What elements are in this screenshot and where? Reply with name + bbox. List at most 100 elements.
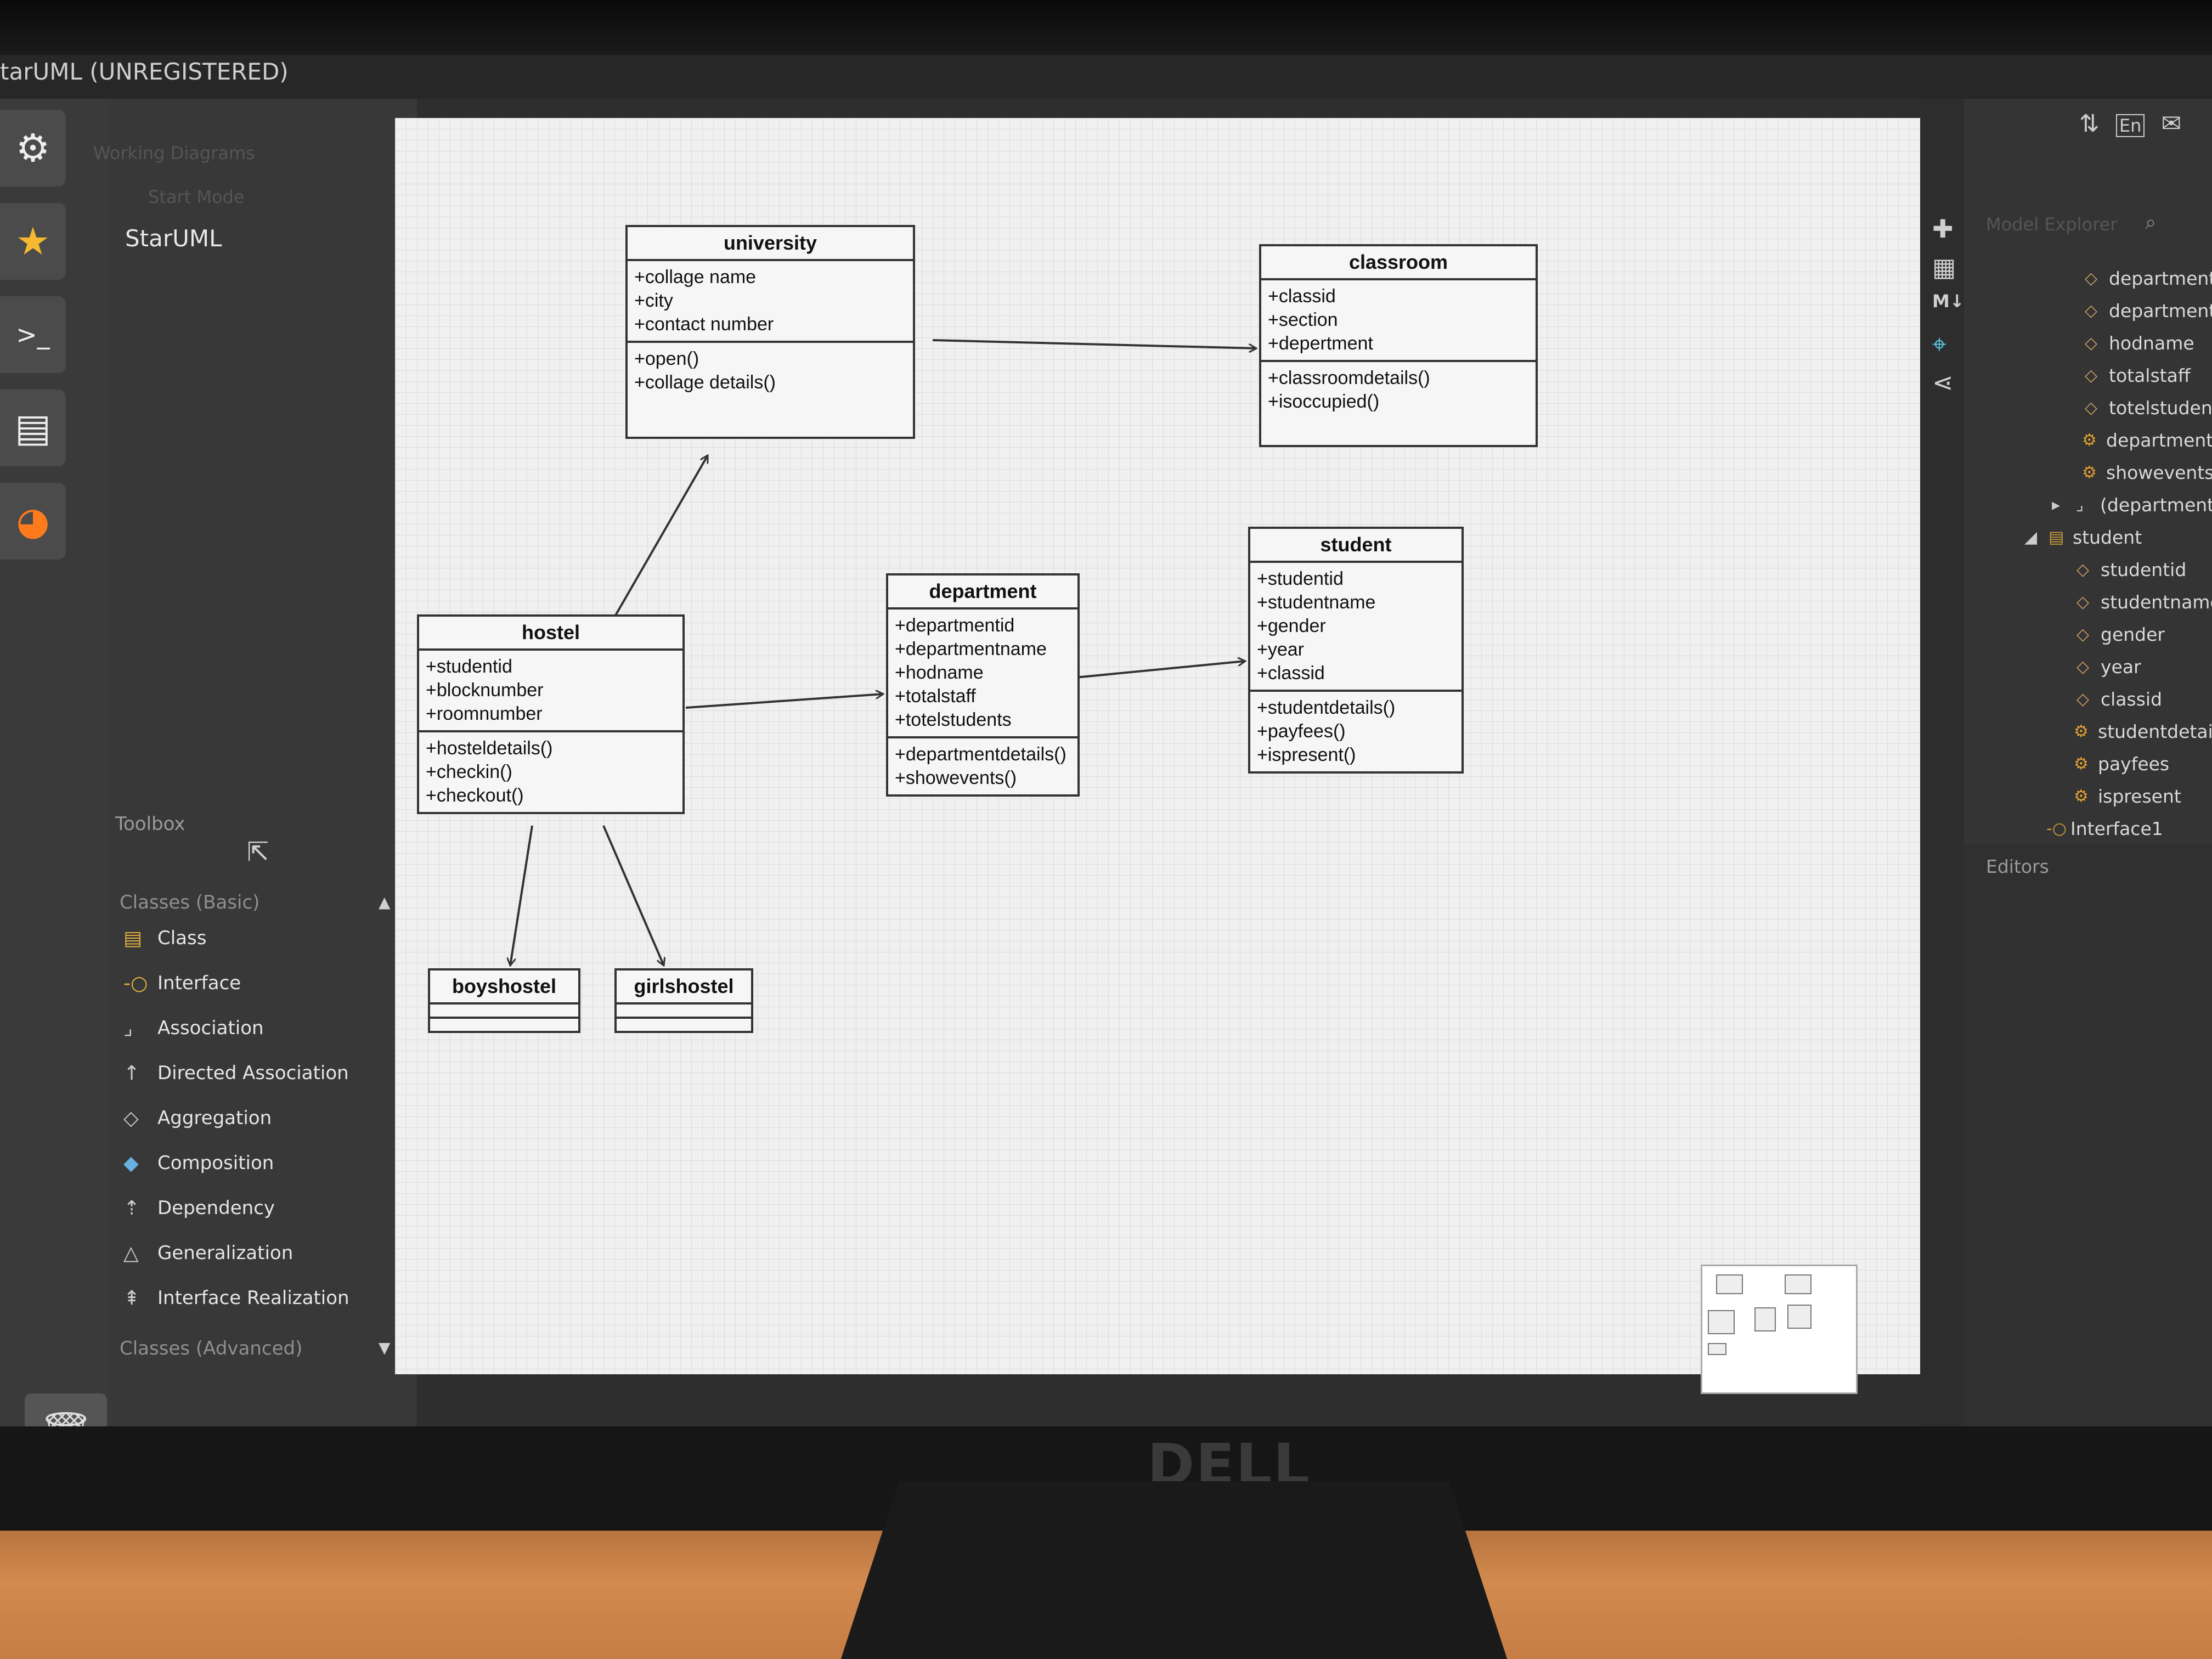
attribute[interactable]: +gender bbox=[1257, 616, 1326, 636]
crosshair-icon[interactable]: ⌖ bbox=[1932, 329, 1946, 359]
operation[interactable]: +checkout() bbox=[426, 785, 524, 806]
operation[interactable]: +showevents() bbox=[895, 768, 1017, 788]
tree-item-operation[interactable]: ⚙departmentdetails bbox=[2082, 430, 2212, 451]
tool-association[interactable]: ⌟ Association bbox=[123, 1017, 264, 1040]
operation[interactable]: +isoccupied() bbox=[1268, 391, 1380, 412]
operation[interactable]: +open() bbox=[634, 348, 699, 369]
tree-item-attribute[interactable]: ◇year bbox=[2076, 656, 2141, 678]
attribute[interactable]: +departmentname bbox=[895, 639, 1047, 659]
search-icon[interactable]: ⌕ bbox=[2145, 211, 2157, 234]
class-name: hostel bbox=[419, 617, 682, 651]
select-pointer-icon[interactable]: ⇱ bbox=[247, 837, 269, 867]
class-girlshostel[interactable]: girlshostel bbox=[614, 968, 753, 1033]
association-hostel-university[interactable] bbox=[613, 455, 709, 618]
attribute[interactable]: +studentid bbox=[1257, 568, 1344, 589]
association-department-student[interactable] bbox=[1075, 661, 1245, 679]
section-classes-advanced[interactable]: Classes (Advanced) bbox=[120, 1338, 303, 1359]
attribute[interactable]: +studentid bbox=[426, 656, 512, 677]
operation[interactable]: +departmentdetails() bbox=[895, 744, 1066, 765]
extension-puzzle-icon[interactable]: ✚ bbox=[1932, 214, 1954, 244]
language-en-icon[interactable]: En bbox=[2115, 114, 2145, 137]
association-university-classroom[interactable] bbox=[932, 339, 1256, 348]
tree-item-operation[interactable]: ⚙showevents bbox=[2082, 462, 2212, 483]
tree-item-operation[interactable]: ⚙studentdetails bbox=[2074, 721, 2212, 742]
tool-aggregation[interactable]: ◇ Aggregation bbox=[123, 1107, 272, 1130]
class-hostel[interactable]: hostel +studentid +blocknumber +roomnumb… bbox=[417, 614, 685, 814]
attribute[interactable]: +classid bbox=[1268, 286, 1336, 307]
model-explorer-title: Model Explorer bbox=[1986, 214, 2118, 235]
operation-compartment: +hosteldetails() +checkin() +checkout() bbox=[419, 732, 682, 812]
terminal-icon[interactable]: >_ bbox=[0, 296, 66, 373]
attribute[interactable]: +studentname bbox=[1257, 592, 1376, 613]
association-hostel-department[interactable] bbox=[685, 694, 883, 709]
layout-grid-icon[interactable]: ▦ bbox=[1932, 252, 1956, 282]
file-cabinet-icon[interactable]: ▤ bbox=[0, 390, 66, 466]
operation[interactable]: +studentdetails() bbox=[1257, 697, 1396, 718]
tree-item-attribute[interactable]: ◇studentname bbox=[2076, 591, 2212, 613]
attribute[interactable]: +depertment bbox=[1268, 333, 1373, 354]
monitor-top-edge bbox=[0, 0, 2212, 60]
attribute[interactable]: +section bbox=[1268, 309, 1338, 330]
attribute[interactable]: +blocknumber bbox=[426, 680, 544, 701]
tool-dependency[interactable]: ⇡ Dependency bbox=[123, 1197, 275, 1220]
tree-item-attribute[interactable]: ◇hodname bbox=[2085, 332, 2194, 354]
attribute[interactable]: +totalstaff bbox=[895, 686, 976, 707]
operation[interactable]: +classroomdetails() bbox=[1268, 368, 1430, 388]
trash-icon[interactable]: 🗑 bbox=[25, 1393, 107, 1426]
attribute[interactable]: +totelstudents bbox=[895, 709, 1012, 730]
tree-item-attribute[interactable]: ◇gender bbox=[2076, 624, 2165, 645]
tree-item-attribute[interactable]: ◇departmentid bbox=[2085, 268, 2212, 289]
association-hostel-boyshostel[interactable] bbox=[510, 825, 533, 966]
attribute[interactable]: +year bbox=[1257, 639, 1304, 660]
tree-item-association[interactable]: ▸⌟(department— bbox=[2052, 494, 2212, 516]
tree-item-class-student[interactable]: ◢▤student bbox=[2024, 527, 2142, 548]
share-graph-icon[interactable]: ⋖ bbox=[1932, 368, 1954, 397]
diagram-canvas[interactable]: university +collage name +city +contact … bbox=[395, 118, 1920, 1394]
attribute[interactable]: +contact number bbox=[634, 314, 774, 335]
association-hostel-girlshostel[interactable] bbox=[602, 825, 664, 966]
attribute[interactable]: +roomnumber bbox=[426, 703, 543, 724]
tree-item-operation[interactable]: ⚙payfees bbox=[2074, 753, 2170, 775]
tree-item-attribute[interactable]: ◇studentid bbox=[2076, 559, 2187, 580]
diagram-minimap[interactable] bbox=[1701, 1265, 1858, 1394]
class-name: university bbox=[628, 227, 913, 261]
class-university[interactable]: university +collage name +city +contact … bbox=[625, 225, 915, 439]
attribute[interactable]: +hodname bbox=[895, 662, 984, 683]
tree-item-attribute[interactable]: ◇totalstaff bbox=[2085, 365, 2191, 386]
section-classes-basic[interactable]: Classes (Basic) bbox=[120, 891, 260, 913]
operation[interactable]: +ispresent() bbox=[1257, 744, 1356, 765]
class-department[interactable]: department +departmentid +departmentname… bbox=[886, 573, 1080, 797]
tree-item-interface[interactable]: -○Interface1 bbox=[2046, 818, 2163, 839]
tool-interface-realization[interactable]: ⇞ Interface Realization bbox=[123, 1286, 349, 1310]
ubuntu-settings-icon[interactable]: ⚙ bbox=[0, 110, 66, 187]
markdown-icon[interactable]: M↓ bbox=[1932, 291, 1965, 312]
staruml-icon[interactable]: ★ bbox=[0, 203, 66, 280]
attribute[interactable]: +classid bbox=[1257, 663, 1325, 684]
operation[interactable]: +payfees() bbox=[1257, 721, 1346, 742]
attribute[interactable]: +departmentid bbox=[895, 615, 1015, 636]
class-boyshostel[interactable]: boyshostel bbox=[428, 968, 580, 1033]
attribute[interactable]: +collage name bbox=[634, 267, 757, 287]
tree-item-attribute[interactable]: ◇departmentname bbox=[2085, 300, 2212, 321]
tool-composition[interactable]: ◆ Composition bbox=[123, 1152, 274, 1175]
operation[interactable]: +checkin() bbox=[426, 761, 512, 782]
sort-arrows-icon[interactable]: ⇅ bbox=[2079, 110, 2116, 138]
tree-item-attribute[interactable]: ◇totelstudents bbox=[2085, 397, 2212, 419]
firefox-icon[interactable]: ◕ bbox=[0, 483, 66, 560]
expand-down-icon[interactable]: ▼ bbox=[379, 1339, 391, 1357]
tree-item-operation[interactable]: ⚙ispresent bbox=[2074, 786, 2181, 807]
mail-icon[interactable]: ✉ bbox=[2161, 110, 2198, 138]
tree-item-attribute[interactable]: ◇classid bbox=[2076, 689, 2163, 710]
expand-right-icon[interactable]: ▸ bbox=[2052, 495, 2061, 515]
attribute[interactable]: +city bbox=[634, 290, 673, 311]
tool-class[interactable]: ▤ Class bbox=[123, 927, 207, 950]
collapse-icon[interactable]: ◢ bbox=[2024, 528, 2038, 547]
operation[interactable]: +hosteldetails() bbox=[426, 738, 553, 759]
class-classroom[interactable]: classroom +classid +section +depertment … bbox=[1259, 244, 1538, 447]
tool-directed-association[interactable]: ↑ Directed Association bbox=[123, 1062, 349, 1085]
tool-interface[interactable]: -○ Interface bbox=[123, 972, 241, 995]
operation[interactable]: +collage details() bbox=[634, 372, 776, 393]
collapse-up-icon[interactable]: ▲ bbox=[379, 893, 391, 911]
class-student[interactable]: student +studentid +studentname +gender … bbox=[1248, 527, 1464, 774]
tool-generalization[interactable]: △ Generalization bbox=[123, 1242, 294, 1265]
